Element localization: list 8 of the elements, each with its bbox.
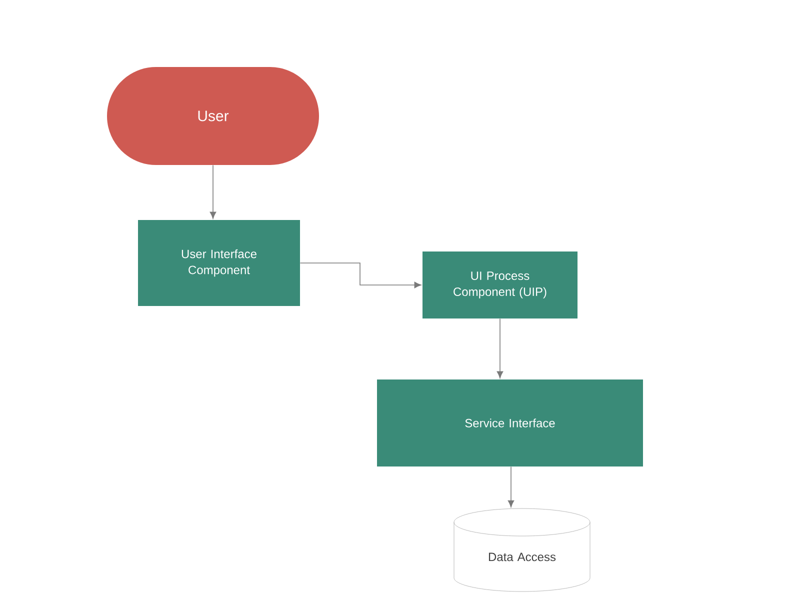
arrow bbox=[508, 466, 514, 508]
process-box: User Interface Component bbox=[138, 220, 300, 306]
process-box: Service Interface bbox=[377, 380, 643, 466]
process-box: UI Process Component (UIP) bbox=[422, 252, 578, 318]
arrow bbox=[300, 262, 422, 288]
arrow bbox=[496, 318, 504, 378]
arrow bbox=[210, 164, 216, 219]
database-cylinder: Data Access bbox=[454, 508, 590, 592]
